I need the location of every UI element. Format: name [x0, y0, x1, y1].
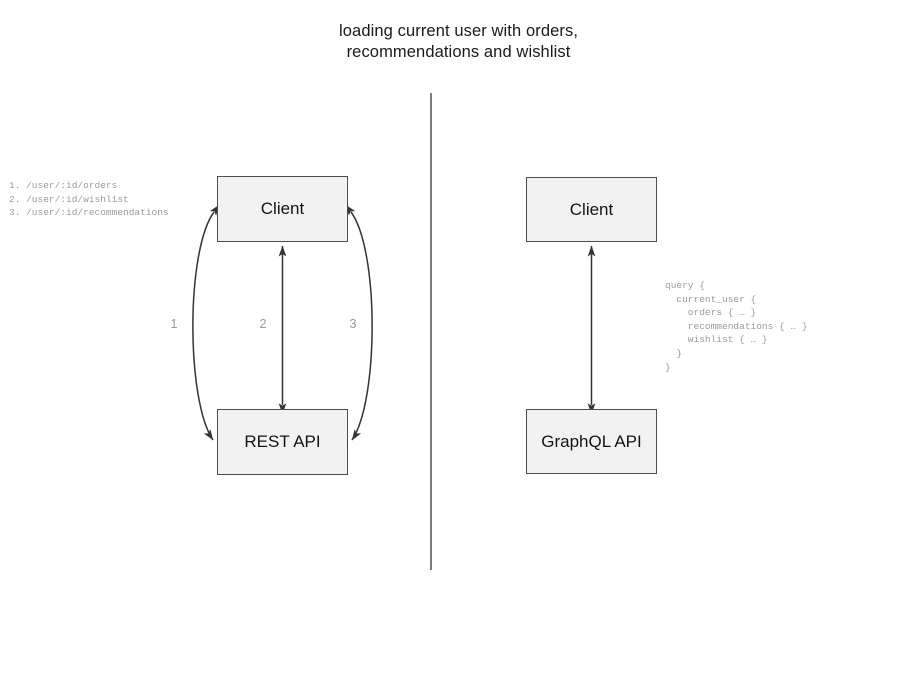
graphql-client-node-label: Client: [569, 199, 614, 219]
page-title: loading current user with orders, recomm…: [0, 21, 917, 63]
rest-api-node-label: REST API: [244, 432, 321, 451]
rest-edge-label-2: 2: [259, 316, 267, 331]
rest-edge-label-1: 1: [170, 316, 178, 331]
graphql-api-node[interactable]: GraphQL API: [526, 409, 657, 474]
rest-edge-1-arrow: [192, 204, 220, 441]
page-title-line-2: recommendations and wishlist: [346, 43, 571, 61]
rest-client-node[interactable]: Client: [217, 176, 348, 242]
rest-edge-label-3: 3: [349, 316, 357, 331]
vertical-divider: [430, 93, 432, 570]
rest-client-node-label: Client: [260, 199, 305, 218]
rest-api-node[interactable]: REST API: [217, 409, 348, 475]
graphql-api-node-label: GraphQL API: [541, 431, 642, 451]
graphql-query-snippet: query { current_user { orders { … } reco…: [665, 280, 808, 373]
page-title-line-1: loading current user with orders,: [339, 22, 578, 40]
rest-endpoints-list: 1. /user/:id/orders 2. /user/:id/wishlis…: [9, 180, 169, 219]
graphql-client-node[interactable]: Client: [526, 177, 657, 242]
